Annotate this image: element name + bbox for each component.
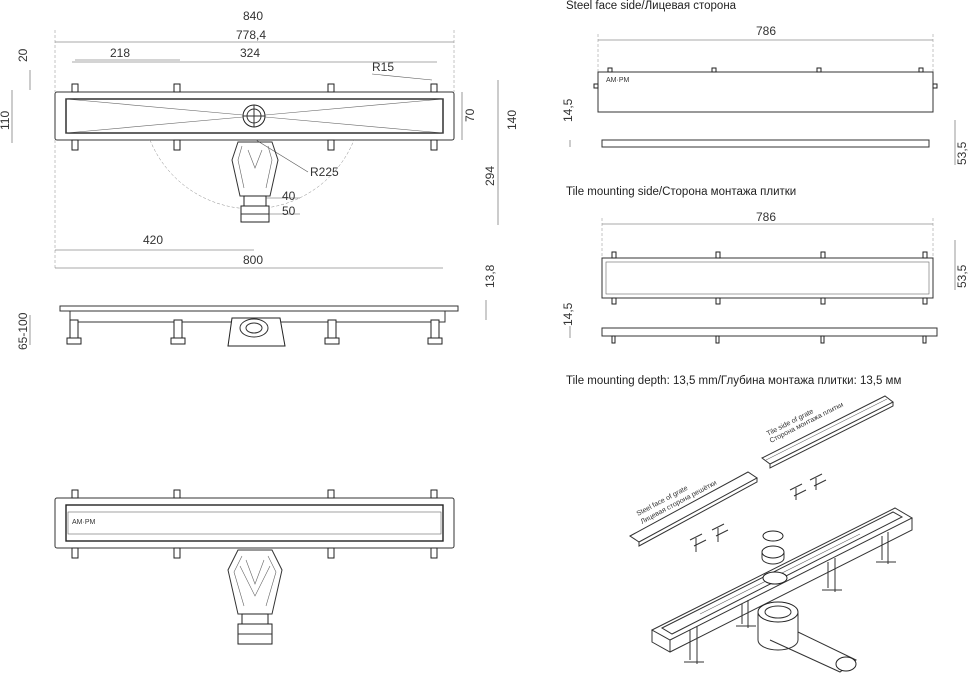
tile-side-dim-width: 53,5 [955, 264, 969, 288]
installed-tabs [71, 489, 438, 559]
support-legs [66, 319, 443, 345]
dim-right-inner: 70 [463, 108, 477, 122]
outlet-installed [227, 549, 283, 645]
tile-clips-side [611, 335, 927, 344]
screws [689, 473, 827, 552]
steel-face-dim-width: 53,5 [955, 141, 969, 165]
channel-part [650, 507, 914, 673]
tile-clips [611, 251, 928, 305]
dim-offset-bottom: 420 [143, 233, 163, 247]
brand-logo-steel: AM·PM [606, 77, 630, 84]
dim-outlet-outer: 50 [282, 204, 296, 218]
dim-center-top: 324 [240, 46, 260, 60]
steel-face-caption: Steel face side/Лицевая сторона [566, 0, 737, 12]
dim-mid: 778,4 [236, 28, 266, 42]
steel-face-dim-length: 786 [756, 24, 776, 38]
steel-grate-part: Steel face of grate Лицевая сторона решё… [629, 471, 758, 547]
brand-logo-installed: AM·PM [72, 519, 96, 526]
steel-face-view: Steel face side/Лицевая сторона 786 AM·P… [561, 0, 969, 165]
tile-grate-part: Tile side of grate Сторона монтажа плитк… [761, 395, 894, 469]
top-view: 840 778,4 218 324 20 110 R15 70 140 294 [0, 9, 519, 270]
tile-depth-caption: Tile mounting depth: 13,5 mm/Глубина мон… [566, 375, 901, 387]
dim-left-top: 218 [110, 46, 130, 60]
steel-face-dim-thickness: 14,5 [561, 98, 575, 122]
dim-right-outer: 140 [505, 110, 519, 130]
strainer-part [761, 530, 785, 565]
dim-left-height: 110 [0, 111, 12, 130]
dim-height-flange: 13,8 [483, 264, 497, 288]
mounting-tabs-top [71, 83, 438, 151]
exploded-view: Tile side of grate Сторона монтажа плитк… [629, 395, 914, 673]
installed-view: AM·PM [54, 489, 455, 645]
dim-left-margin: 20 [16, 48, 30, 62]
dim-adjust-range: 65-100 [16, 312, 30, 350]
dim-radius-large: R225 [310, 165, 339, 179]
tile-side-caption: Tile mounting side/Сторона монтажа плитк… [566, 186, 796, 198]
dim-radius-small: R15 [372, 60, 394, 74]
tile-side-dim-length: 786 [756, 210, 776, 224]
dim-outlet-inner: 40 [282, 189, 296, 203]
dim-overall-bottom: 800 [243, 253, 263, 267]
dim-overall-top: 840 [243, 9, 263, 23]
outlet-top [231, 141, 279, 223]
side-view: 13,8 65-100 [16, 264, 497, 350]
dim-right-depth: 294 [483, 166, 497, 186]
grate-clips [593, 67, 938, 89]
tile-side-view: Tile mounting side/Сторона монтажа плитк… [561, 186, 969, 344]
tile-side-dim-thickness: 14,5 [561, 302, 575, 326]
